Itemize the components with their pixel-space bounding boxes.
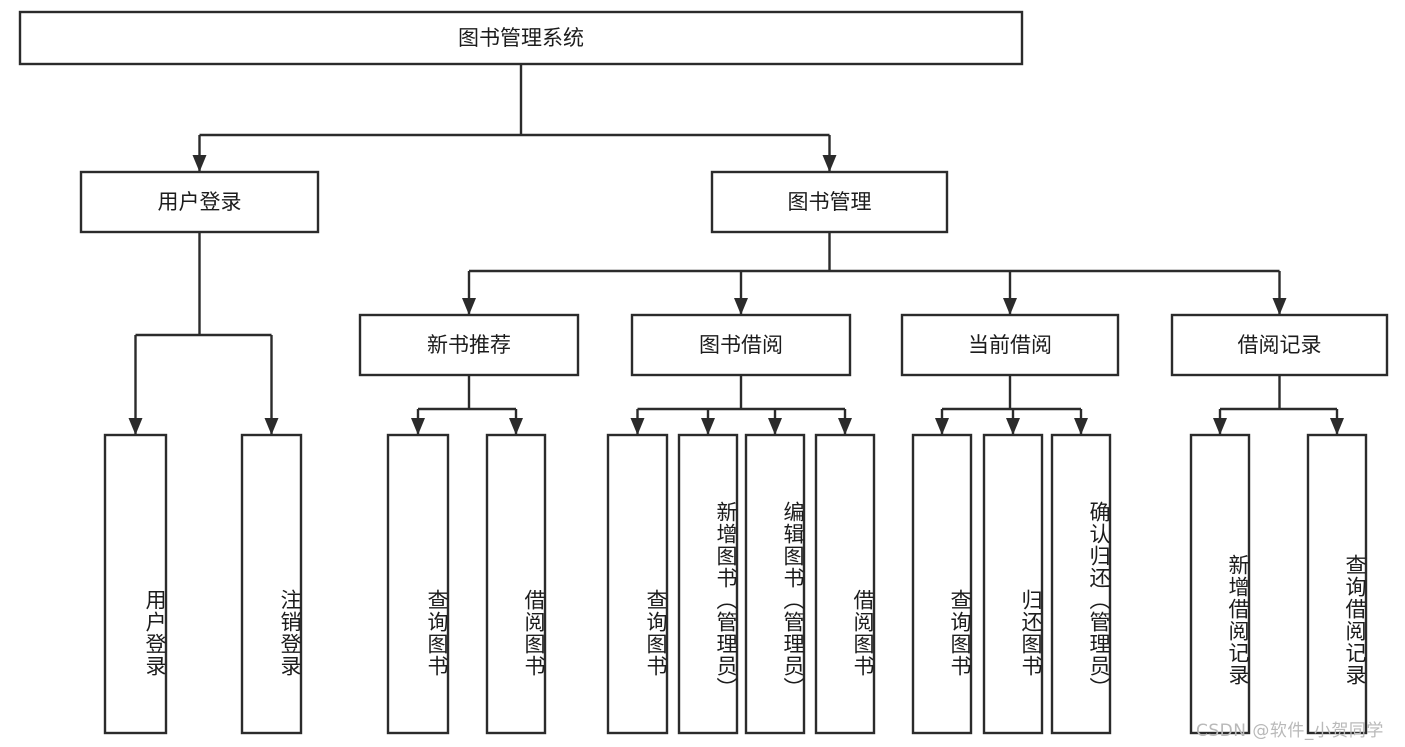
arrowhead-icon [734,298,748,315]
node-box-current-borrow[interactable] [900,313,1120,377]
node-box-leaf-borrow-book-1[interactable] [485,433,547,735]
arrowhead-icon [411,418,425,435]
node-box-new-book-rec[interactable] [358,313,580,377]
node-label-book-borrow: 图书借阅 [699,333,783,357]
node-box-leaf-borrow-book-2[interactable] [814,433,876,735]
arrowhead-icon [701,418,715,435]
node-box-leaf-return-book[interactable] [982,433,1044,735]
node-label-user-login: 用户登录 [158,190,242,214]
node-label-root: 图书管理系统 [458,26,584,50]
arrowhead-icon [822,155,837,172]
node-box-leaf-confirm-return[interactable] [1050,433,1112,735]
connector-layer [128,64,1344,435]
node-label-current-borrow: 当前借阅 [968,333,1052,357]
arrowhead-icon [1074,418,1088,435]
arrowhead-icon [935,418,949,435]
node-box-borrow-record[interactable] [1170,313,1389,377]
node-label-new-book-rec: 新书推荐 [427,333,511,357]
arrowhead-icon [1006,418,1020,435]
node-label-borrow-record: 借阅记录 [1238,333,1322,357]
arrowhead-icon [462,298,476,315]
node-box-user-login[interactable] [79,170,320,234]
node-box-leaf-query-record[interactable] [1306,433,1368,735]
arrowhead-icon [1213,418,1227,435]
node-box-leaf-user-login[interactable] [103,433,168,735]
arrowhead-icon [192,155,207,172]
arrowhead-icon [264,418,279,435]
arrowhead-icon [838,418,852,435]
node-box-leaf-edit-book[interactable] [744,433,806,735]
node-box-leaf-logout[interactable] [240,433,303,735]
node-box-leaf-add-record[interactable] [1189,433,1251,735]
arrowhead-icon [128,418,143,435]
node-box-layer [18,10,1389,735]
arrowhead-icon [509,418,523,435]
csdn-watermark: CSDN @软件_小贺同学 [1196,721,1384,741]
arrowhead-icon [1272,298,1287,315]
node-box-leaf-query-book-1[interactable] [386,433,450,735]
arrowhead-icon [1330,418,1344,435]
node-box-leaf-query-book-3[interactable] [911,433,973,735]
node-box-book-manage[interactable] [710,170,949,234]
node-label-book-manage: 图书管理 [788,190,872,214]
arrowhead-icon [630,418,645,435]
node-box-book-borrow[interactable] [630,313,852,377]
node-box-root[interactable] [18,10,1024,66]
node-box-leaf-add-book[interactable] [677,433,739,735]
arrowhead-icon [768,418,782,435]
node-box-leaf-query-book-2[interactable] [606,433,669,735]
arrowhead-icon [1003,298,1017,315]
